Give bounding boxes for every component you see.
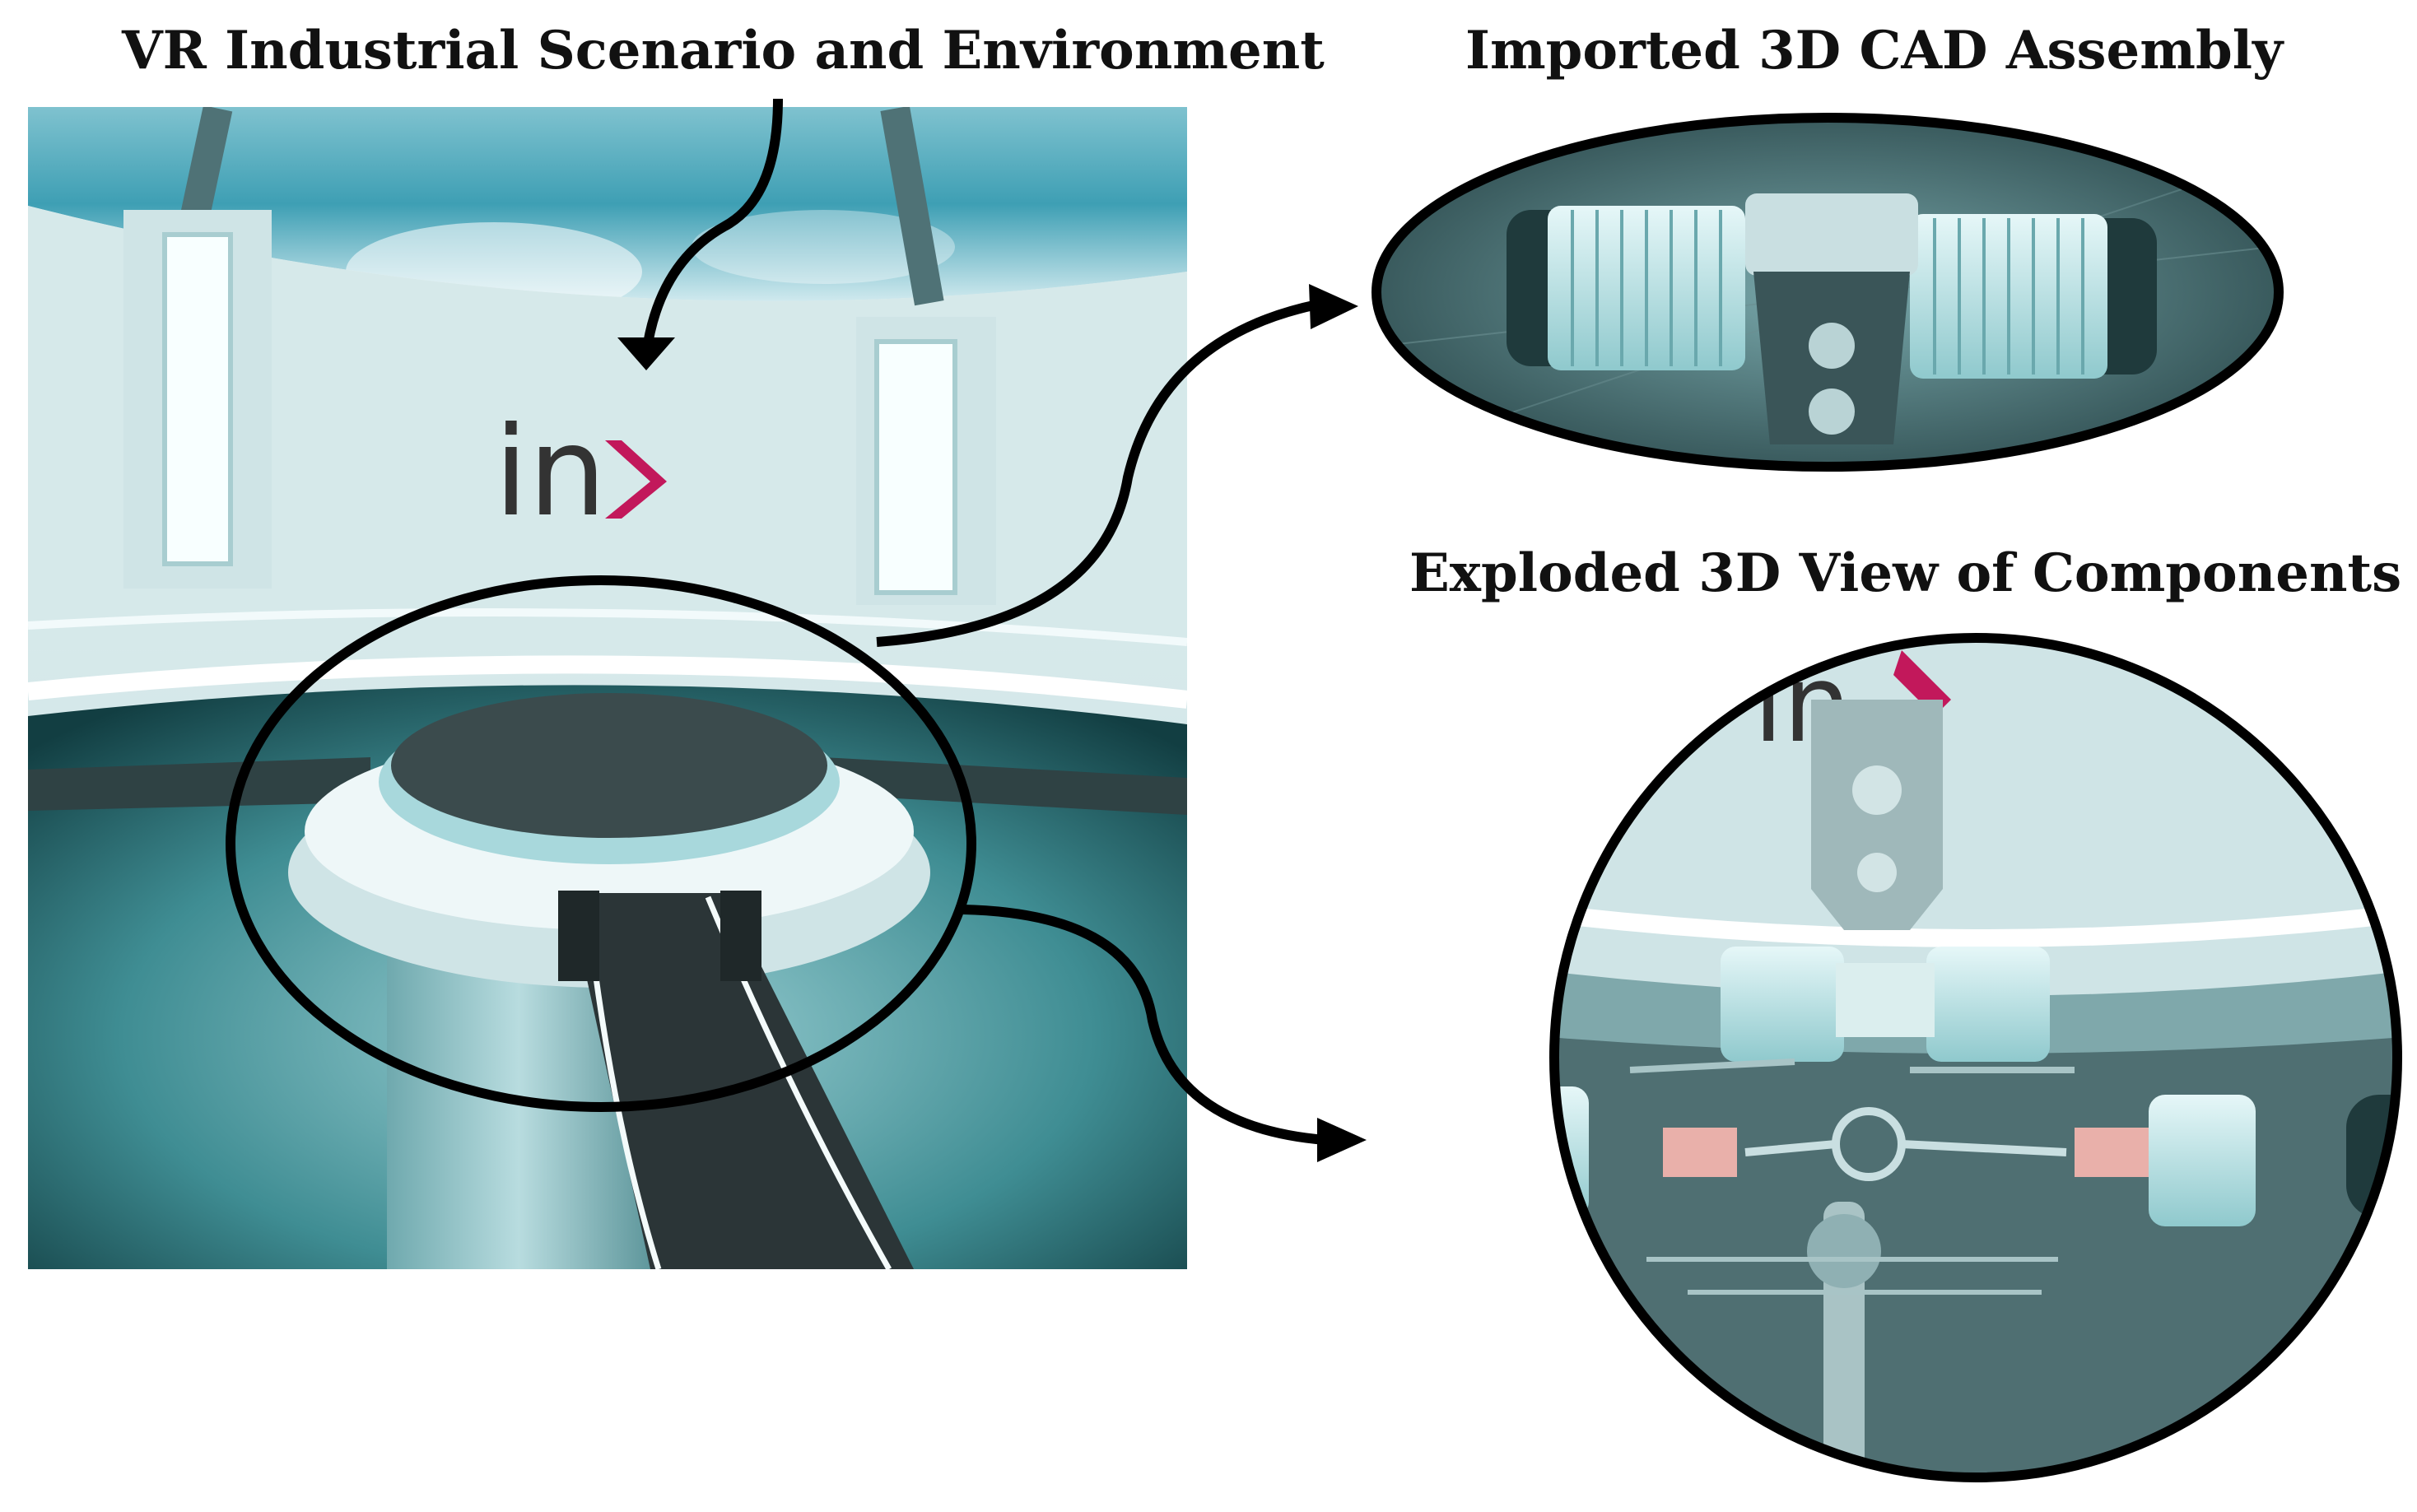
exploded-view-label: Exploded 3D View of Components: [1409, 542, 2402, 604]
arrowhead-right-icon: [1309, 284, 1358, 329]
cad-assembly-oval: [1371, 113, 2284, 472]
arrowhead-right-icon: [1317, 1118, 1367, 1162]
logo-chevron-icon: [605, 440, 667, 519]
exploded-view-oval: [1549, 633, 2402, 1482]
arrowheads: [617, 284, 1367, 1162]
arrowhead-down-icon: [617, 337, 675, 370]
platform-highlight-ellipse: [226, 575, 976, 1112]
cad-assembly-image: [1376, 118, 2279, 467]
cad-assembly-label: Imported 3D CAD Assembly: [1465, 20, 2284, 81]
connector-arrows: [641, 98, 1326, 1145]
vr-scene-label: VR Industrial Scenario and Environment: [122, 20, 1325, 81]
exploded-connector-arrow: [962, 905, 1326, 1145]
cad-connector-arrow: [876, 300, 1319, 647]
vr-label-arrow: [641, 98, 783, 355]
inx-logo-text: in: [494, 401, 607, 544]
vr-scene-image: in: [28, 107, 1187, 1269]
